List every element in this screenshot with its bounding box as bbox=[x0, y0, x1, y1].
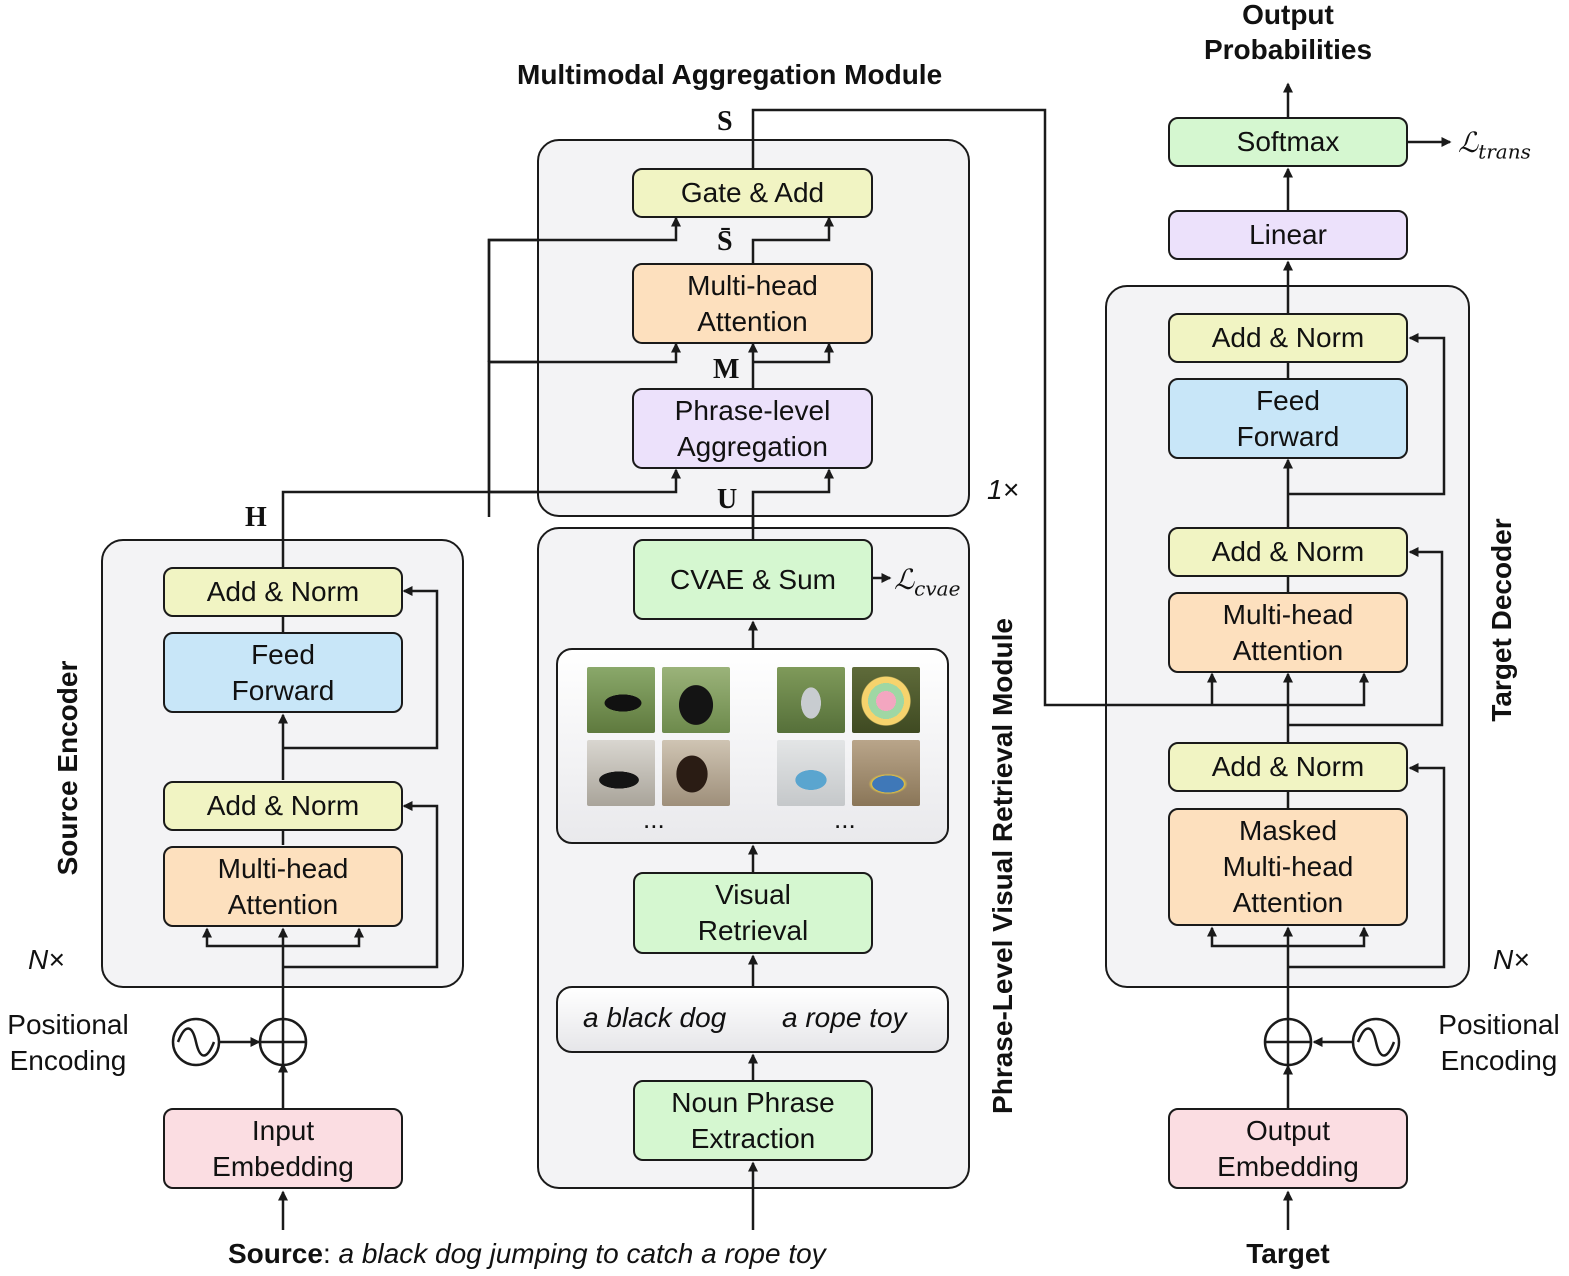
diagram-title: Multimodal Aggregation Module bbox=[517, 59, 943, 90]
linear-block: Linear bbox=[1168, 210, 1408, 260]
source-separator: : bbox=[322, 1238, 339, 1269]
symbol-m: M bbox=[713, 354, 740, 385]
encoder-feed-forward: Feed Forward bbox=[163, 632, 403, 713]
encoder-add-norm-top: Add & Norm bbox=[163, 567, 403, 617]
symbol-s: S bbox=[717, 106, 733, 137]
encoder-multihead-attention: Multi-head Attention bbox=[163, 846, 403, 927]
phrase-level-aggregation: Phrase-level Aggregation bbox=[632, 388, 873, 469]
aggregation-repeat-label: 1× bbox=[987, 474, 1019, 505]
target-label: Target bbox=[1246, 1238, 1330, 1269]
dog-image-2 bbox=[662, 667, 730, 733]
phrase-black-dog: a black dog bbox=[583, 1002, 727, 1033]
dog-image-4 bbox=[662, 740, 730, 806]
symbol-s-bar: S̄ bbox=[717, 226, 733, 257]
rope-toy-image-1 bbox=[777, 667, 845, 733]
rope-toy-image-3 bbox=[777, 740, 845, 806]
images-ellipsis-left: ... bbox=[643, 804, 665, 834]
gate-add-block: Gate & Add bbox=[632, 168, 873, 218]
noun-phrase-extraction-block: Noun Phrase Extraction bbox=[633, 1080, 873, 1161]
softmax-block: Softmax bbox=[1168, 117, 1408, 167]
decoder-cross-attention: Multi-head Attention bbox=[1168, 592, 1408, 673]
decoder-add-norm-3: Add & Norm bbox=[1168, 313, 1408, 363]
target-decoder-label: Target Decoder bbox=[1486, 518, 1517, 722]
retrieval-module-label: Phrase-Level Visual Retrieval Module bbox=[987, 618, 1018, 1114]
decoder-masked-attention: Masked Multi-head Attention bbox=[1168, 808, 1408, 926]
decoder-repeat-label: N× bbox=[1493, 944, 1530, 975]
loss-trans: ℒtrans bbox=[1458, 126, 1531, 164]
noun-phrases-panel bbox=[556, 986, 949, 1053]
symbol-h: H bbox=[245, 502, 267, 533]
output-probabilities-label: Output Probabilities bbox=[1203, 0, 1373, 65]
source-label: Source bbox=[228, 1238, 323, 1269]
visual-retrieval-block: Visual Retrieval bbox=[633, 872, 873, 954]
loss-cvae: ℒcvae bbox=[894, 563, 961, 601]
images-ellipsis-right: ... bbox=[834, 804, 856, 834]
source-sentence: Source: a black dog jumping to catch a r… bbox=[228, 1238, 826, 1270]
encoder-add-norm-bottom: Add & Norm bbox=[163, 781, 403, 831]
rope-toy-image-4 bbox=[852, 740, 920, 806]
symbol-u: U bbox=[717, 484, 738, 515]
decoder-feed-forward: Feed Forward bbox=[1168, 378, 1408, 459]
dog-image-3 bbox=[587, 740, 655, 806]
rope-toy-image-2 bbox=[852, 667, 920, 733]
decoder-add-norm-2: Add & Norm bbox=[1168, 527, 1408, 577]
decoder-positional-label: Positional Encoding bbox=[1438, 1009, 1560, 1076]
decoder-add-norm-1: Add & Norm bbox=[1168, 742, 1408, 792]
cvae-sum-block: CVAE & Sum bbox=[633, 539, 873, 620]
input-embedding: Input Embedding bbox=[163, 1108, 403, 1189]
aggregation-multihead-attention: Multi-head Attention bbox=[632, 263, 873, 344]
encoder-repeat-label: N× bbox=[28, 944, 65, 975]
dog-image-1 bbox=[587, 667, 655, 733]
phrase-rope-toy: a rope toy bbox=[782, 1002, 907, 1033]
positional-encoding-symbols bbox=[171, 1017, 1401, 1067]
encoder-positional-label: Positional Encoding bbox=[7, 1009, 129, 1076]
source-encoder-label: Source Encoder bbox=[52, 660, 83, 876]
source-text: a black dog jumping to catch a rope toy bbox=[338, 1238, 826, 1269]
output-embedding: Output Embedding bbox=[1168, 1108, 1408, 1189]
